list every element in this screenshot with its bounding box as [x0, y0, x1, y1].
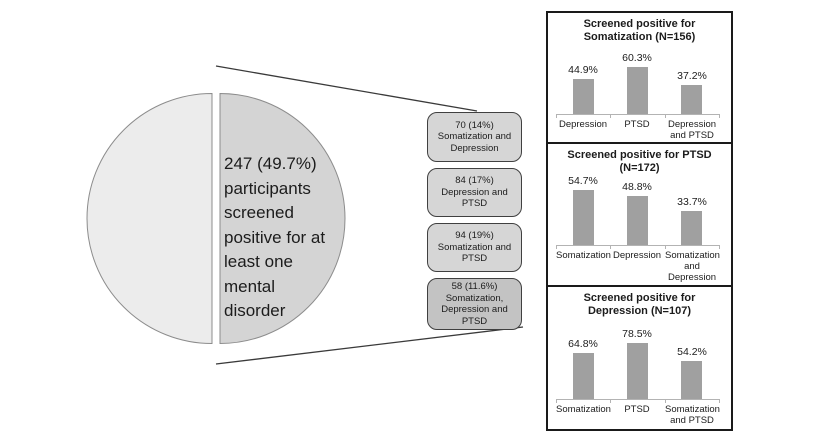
bar-value-label: 54.7% — [568, 175, 598, 187]
axis-tick — [719, 399, 720, 403]
category-label: PTSD — [624, 119, 650, 130]
category-label: Depression — [558, 119, 608, 130]
category-label: PTSD — [624, 404, 650, 415]
axis-tick — [610, 245, 611, 249]
bar — [681, 85, 702, 114]
x-axis-line — [556, 114, 720, 115]
axis-tick — [556, 245, 557, 249]
connector-top-line — [215, 65, 478, 112]
bar — [681, 361, 702, 399]
category-label: Depression — [612, 250, 662, 261]
category-label: Somatization — [556, 404, 611, 415]
combo-box-label: 70 (14%) Somatization and Depression — [437, 119, 512, 154]
bar-value-label: 60.3% — [622, 52, 652, 64]
bar — [573, 353, 594, 399]
bar-value-label: 33.7% — [677, 196, 707, 208]
bar-value-label: 44.9% — [568, 64, 598, 76]
combo-box-label: 94 (19%) Somatization and PTSD — [437, 230, 512, 265]
bar-value-label: 54.2% — [677, 346, 707, 358]
axis-tick — [665, 245, 666, 249]
x-axis-line — [556, 245, 720, 246]
category-label: Somatization — [556, 250, 611, 261]
chart-panel: Screened positive for Depression (N=107)… — [546, 285, 733, 431]
bar — [681, 211, 702, 245]
chart-title: Screened positive for Depression (N=107) — [583, 292, 696, 317]
chart-panel: Screened positive for PTSD (N=172)54.7% S… — [546, 142, 733, 287]
axis-tick — [556, 114, 557, 118]
bar-value-label: 37.2% — [677, 70, 707, 82]
combo-box-label: 84 (17%) Depression and PTSD — [441, 175, 508, 210]
bar-value-label: 64.8% — [568, 338, 598, 350]
category-label: Depression and PTSD — [667, 119, 717, 141]
category-label: Somatization and Depression — [665, 250, 720, 283]
combo-box: 84 (17%) Depression and PTSD — [427, 168, 522, 217]
axis-tick — [610, 399, 611, 403]
axis-tick — [556, 399, 557, 403]
bar — [627, 196, 648, 245]
x-axis-line — [556, 399, 720, 400]
axis-tick — [719, 245, 720, 249]
bar — [573, 79, 594, 114]
combo-box: 58 (11.6%) Somatization, Depression and … — [427, 278, 522, 330]
pie-left-half — [86, 92, 213, 345]
category-label: Somatization and PTSD — [665, 404, 720, 426]
bar — [627, 67, 648, 114]
bar — [627, 343, 648, 399]
pie-segment-label: 247 (49.7%) participants screened positi… — [224, 154, 326, 320]
combo-box-list: 70 (14%) Somatization and Depression 84 (… — [427, 112, 522, 330]
bar-value-label: 48.8% — [622, 181, 652, 193]
connector-bottom-line — [215, 326, 524, 365]
combo-box: 70 (14%) Somatization and Depression — [427, 112, 522, 162]
axis-tick — [665, 114, 666, 118]
combo-box: 94 (19%) Somatization and PTSD — [427, 223, 522, 272]
axis-tick — [610, 114, 611, 118]
combo-box-label: 58 (11.6%) Somatization, Depression and … — [441, 281, 508, 327]
chart-panel: Screened positive for Somatization (N=15… — [546, 11, 733, 144]
bar-value-label: 78.5% — [622, 328, 652, 340]
chart-title: Screened positive for PTSD (N=172) — [567, 149, 712, 174]
axis-tick — [719, 114, 720, 118]
chart-title: Screened positive for Somatization (N=15… — [583, 18, 696, 43]
bar — [573, 190, 594, 245]
bar-chart-panel-list: Screened positive for Somatization (N=15… — [546, 11, 733, 431]
axis-tick — [665, 399, 666, 403]
